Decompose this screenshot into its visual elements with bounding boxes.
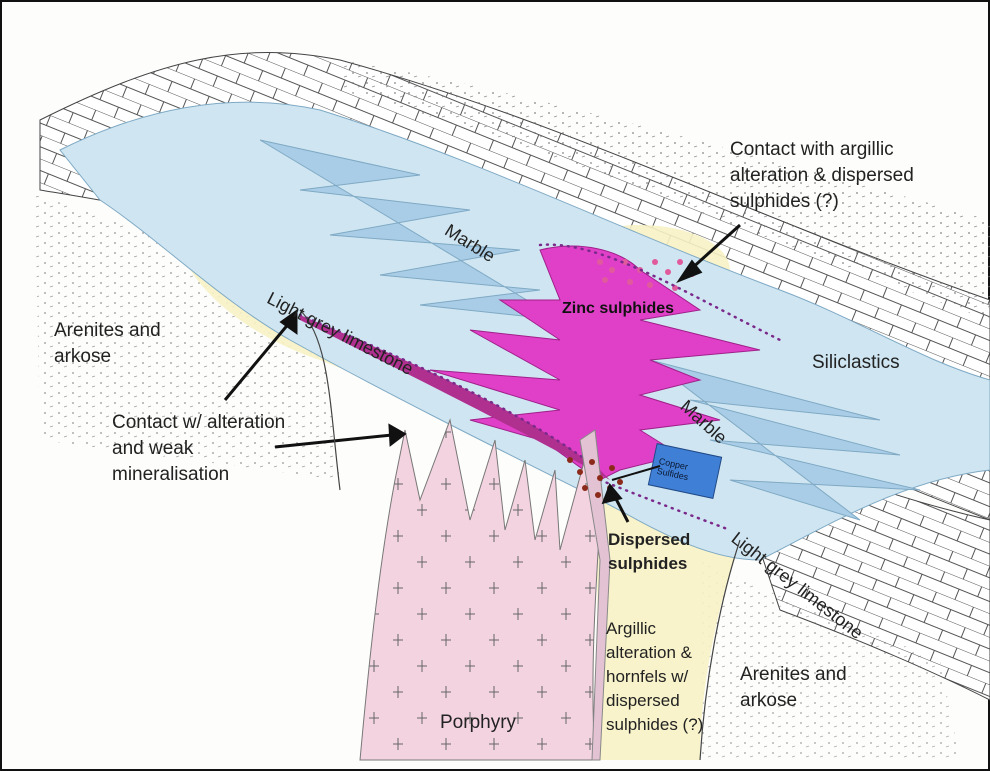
label-argillic-hornfels: Argillic alteration & hornfels w/ disper…: [606, 617, 703, 737]
label-contact-argillic: Contact with argillic alteration & dispe…: [730, 137, 914, 215]
label-contact-alteration: Contact w/ alteration and weak mineralis…: [112, 410, 285, 488]
label-siliclastics: Siliclastics: [812, 350, 900, 376]
label-zinc-sulphides: Zinc sulphides: [562, 296, 674, 322]
arrow-contact-alteration-2-head: [390, 426, 404, 444]
label-dispersed-sulphides: Dispersed sulphides: [608, 528, 690, 576]
label-porphyry: Porphyry: [440, 710, 516, 736]
label-arenites-left: Arenites and arkose: [54, 318, 161, 370]
label-arenites-right: Arenites and arkose: [740, 662, 847, 714]
